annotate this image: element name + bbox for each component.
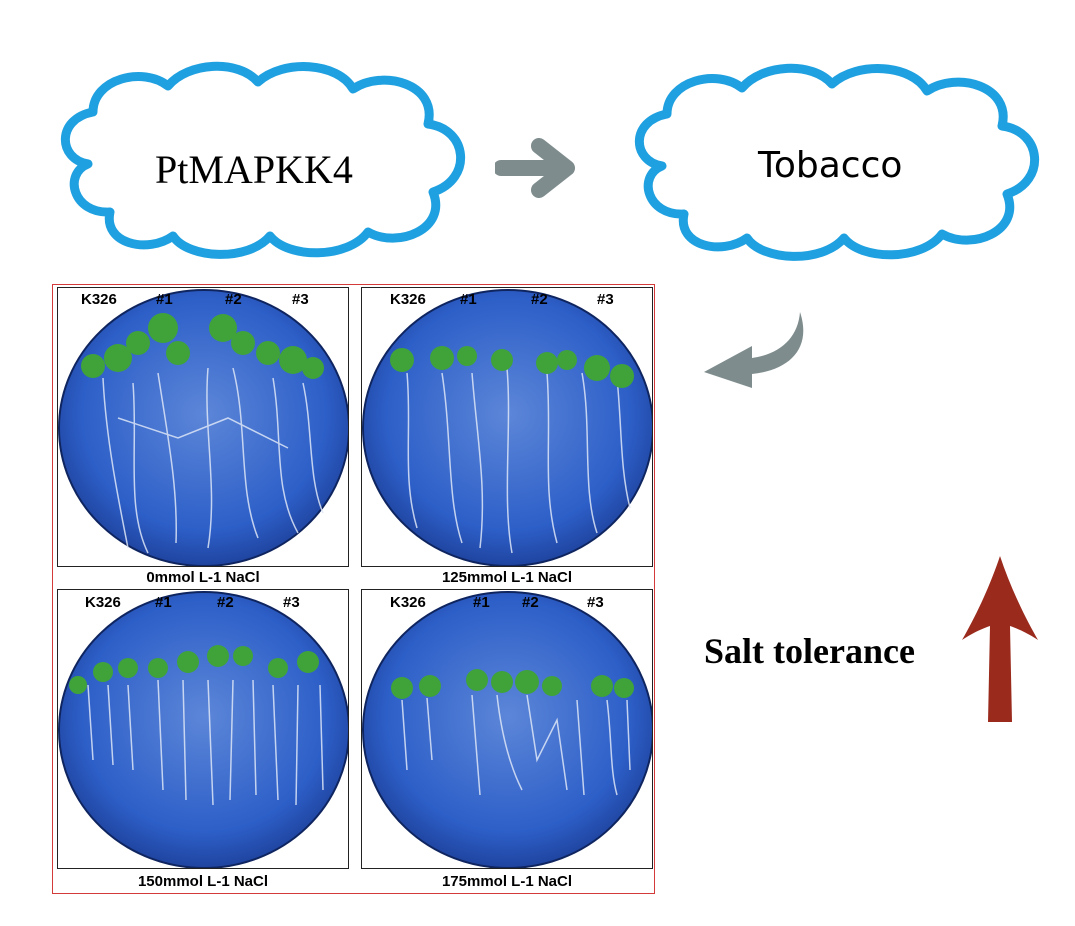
plate-1-line-3: #3 <box>597 291 614 308</box>
plate-1-line-k326: K326 <box>390 291 426 308</box>
plate-2-line-2: #2 <box>217 594 234 611</box>
plate-3-line-3: #3 <box>587 594 604 611</box>
host-cloud <box>634 63 1039 261</box>
plate-1-line-1: #1 <box>460 291 477 308</box>
plate-2-line-3: #3 <box>283 594 300 611</box>
plate-1-line-2: #2 <box>531 291 548 308</box>
plate-2-line-k326: K326 <box>85 594 121 611</box>
host-label: Tobacco <box>758 145 903 186</box>
plate-0-line-1: #1 <box>156 291 173 308</box>
petri-dish-icon <box>362 591 652 868</box>
petri-dish-icon <box>362 289 652 566</box>
plate-0-condition: 0mmol L-1 NaCl <box>146 569 260 586</box>
plate-3 <box>361 589 653 869</box>
petri-dish-icon <box>58 289 348 566</box>
gene-cloud <box>60 61 465 259</box>
plate-3-condition: 175mmol L-1 NaCl <box>441 873 573 890</box>
plate-2 <box>57 589 349 869</box>
gene-label: PtMAPKK4 <box>155 147 353 192</box>
plate-0 <box>57 287 349 567</box>
plate-0-line-k326: K326 <box>81 291 117 308</box>
plate-1-condition: 125mmol L-1 NaCl <box>441 569 573 586</box>
up-arrow-icon <box>962 556 1038 722</box>
plate-0-line-3: #3 <box>292 291 309 308</box>
plate-2-line-1: #1 <box>155 594 172 611</box>
right-arrow-icon <box>495 138 575 198</box>
plate-2-condition: 150mmol L-1 NaCl <box>137 873 269 890</box>
salt-tolerance-label: Salt tolerance <box>704 631 915 671</box>
plate-3-line-2: #2 <box>522 594 539 611</box>
curved-arrow-icon <box>704 312 804 388</box>
plates-panel <box>52 284 655 894</box>
plate-3-line-k326: K326 <box>390 594 426 611</box>
plate-0-line-2: #2 <box>225 291 242 308</box>
petri-dish-icon <box>58 591 348 868</box>
plate-3-line-1: #1 <box>473 594 490 611</box>
plate-1 <box>361 287 653 567</box>
